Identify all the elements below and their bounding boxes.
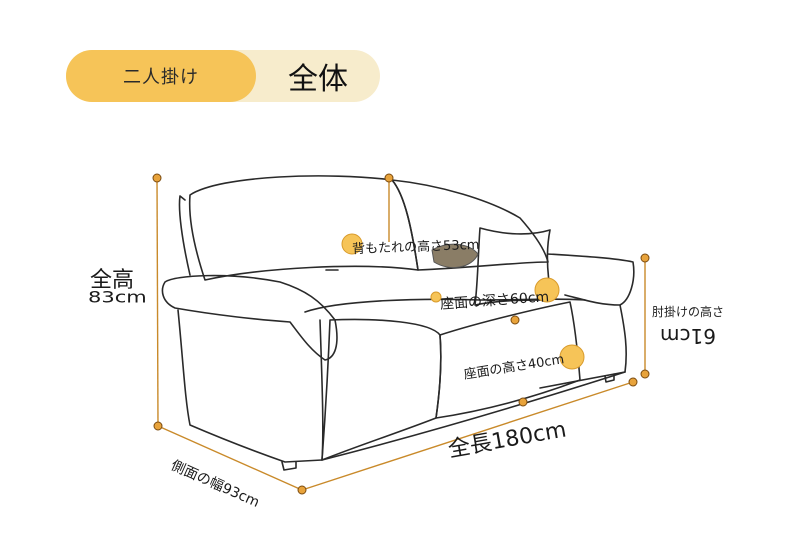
seat-left (321, 318, 442, 461)
side-dimension-line (157, 425, 303, 491)
category-pill: 二人掛け 全体 (66, 50, 380, 102)
length-dimension-line (301, 381, 634, 491)
total-height-value: 83cm (88, 288, 147, 306)
right-armrest (547, 253, 635, 306)
tag-two-seater: 二人掛け (66, 50, 256, 102)
highlight-pillow (431, 243, 479, 269)
highlight-depth (534, 277, 560, 303)
left-armrest (161, 274, 338, 361)
armrest-height-label: 肘掛けの高さ (652, 305, 725, 319)
dot-front-right (628, 377, 638, 387)
seat-right (435, 301, 581, 419)
highlight-seat (559, 344, 585, 370)
total-height-label: 全高 (90, 268, 135, 293)
height-dimension-line (156, 177, 159, 427)
dot-front-left (297, 485, 307, 495)
highlight-depth-small (430, 291, 442, 303)
highlight-back (341, 233, 363, 255)
page-title: 全体 (288, 62, 348, 97)
dot-bottom-left (153, 421, 163, 431)
armrest-height-value: 61cm (660, 324, 716, 348)
dot-back-top (384, 173, 394, 183)
dot-top-left (152, 173, 162, 183)
dot-arm-bottom (640, 369, 650, 379)
dot-seat-front (518, 397, 528, 407)
dot-seat-mid (510, 315, 520, 325)
backrest-left (188, 175, 419, 281)
dot-arm-top (640, 253, 650, 263)
